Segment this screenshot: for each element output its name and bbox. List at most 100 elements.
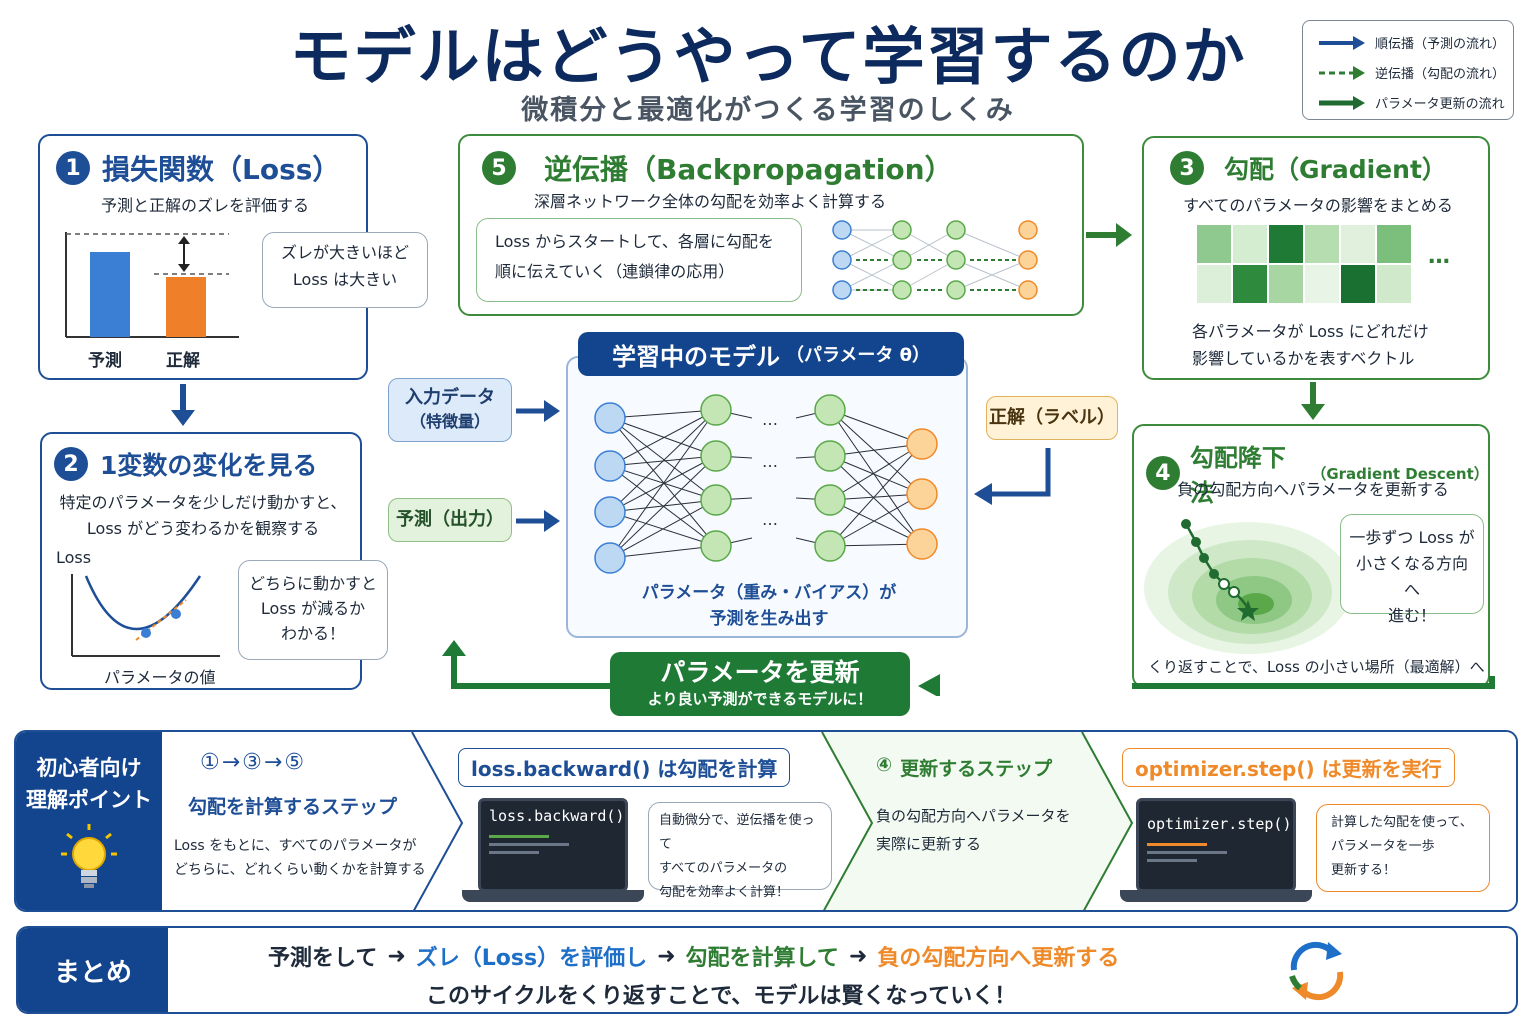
compute-step-desc-line1: Loss をもとに、すべてのパラメータが xyxy=(174,838,417,854)
model-network-diagram xyxy=(594,394,938,574)
node-hidden xyxy=(892,220,912,240)
model-hidden-node xyxy=(700,484,732,516)
update-step-desc-line1: 負の勾配方向へパラメータを xyxy=(876,807,1071,825)
node-input xyxy=(832,250,852,270)
model-input-node xyxy=(594,450,626,482)
model-hidden-node xyxy=(700,440,732,472)
summary-conclusion: このサイクルをくり返すことで、モデルは賢くなっていく！ xyxy=(426,984,1017,1009)
update-step-num: ④ xyxy=(876,754,893,776)
arrow-input-to-model xyxy=(516,400,560,422)
bar-true-label: 正解 xyxy=(166,351,200,371)
card-backprop: 5 逆伝播（Backpropagation） 深層ネットワーク全体の勾配を効率よ… xyxy=(458,134,1084,316)
cycle-icon xyxy=(1289,941,1344,1001)
compute-step-desc-line2: どちらに、どれくらい動くかを計算する xyxy=(174,862,426,878)
node-output xyxy=(1018,250,1038,270)
update-arrow-icon xyxy=(1319,95,1365,110)
loss-bubble-line1: ズレが大きいほど xyxy=(280,243,409,262)
card-5-desc: 深層ネットワーク全体の勾配を効率よく計算する xyxy=(533,192,886,211)
card-2-title: 2 1変数の変化を見る xyxy=(54,446,317,482)
update-step-title: ④ 更新するステップ xyxy=(876,754,1052,781)
card-4-foot: くり返すことで、Loss の小さい場所（最適解）へ xyxy=(1148,658,1485,676)
descent-step xyxy=(1191,537,1201,547)
card-loss-title: 1 損失関数（Loss） xyxy=(56,148,340,188)
backward-arrow-icon xyxy=(1319,65,1365,80)
loss-bubble-line2: Loss は大きい xyxy=(292,270,398,289)
card-2-bubble-line1: どちらに動かすと xyxy=(248,574,377,593)
card-gradient: 3 勾配（Gradient） すべてのパラメータの影響をまとめる … 各パラメー… xyxy=(1142,136,1490,380)
model-caption-line1: パラメータ（重み・バイアス）が xyxy=(641,583,897,603)
summary-step-4: 負の勾配方向へ更新する xyxy=(877,946,1120,971)
step-code: optimizer.step() xyxy=(1147,815,1292,833)
loss-bubble: ズレが大きいほど Loss は大きい xyxy=(262,232,428,308)
model-header-small: （パラメータ θ） xyxy=(785,345,931,366)
lightbulb-icon xyxy=(61,824,117,888)
card-3-desc: すべてのパラメータの影響をまとめる xyxy=(1183,196,1453,215)
forward-arrow-icon xyxy=(1319,35,1365,50)
gradient-ellipsis: … xyxy=(1428,244,1450,269)
card-3-foot: 各パラメータが Loss にどれだけ 影響しているかを表すベクトル xyxy=(1192,318,1429,372)
arrow-1-to-2 xyxy=(171,384,195,426)
descent-step xyxy=(1218,578,1230,590)
optimum-star-icon xyxy=(1237,600,1259,621)
card-5-title-text: 逆伝播（Backpropagation） xyxy=(544,153,953,186)
step-bubble: 計算した勾配を使って、 パラメータを一歩 更新する！ xyxy=(1316,804,1490,892)
compute-step-desc: Loss をもとに、すべてのパラメータが どちらに、どれくらい動くかを計算する xyxy=(174,834,426,882)
bar-truth xyxy=(166,277,206,337)
backward-laptop-screen: loss.backward() xyxy=(478,798,628,892)
card-gradient-descent: 4 勾配降下法 （Gradient Descent） 負の勾配方向へパラメータを… xyxy=(1132,424,1490,688)
update-banner-title: パラメータを更新 xyxy=(660,658,860,687)
model-panel: … … … パラメータ（重み・バイアス）が 予測を生み出す xyxy=(566,356,968,638)
update-step-title-text: 更新するステップ xyxy=(900,758,1053,780)
node-hidden xyxy=(892,280,912,300)
card-2-bubble-line2: Loss が減るか xyxy=(260,599,366,618)
node-hidden xyxy=(892,250,912,270)
model-header: 学習中のモデル （パラメータ θ） xyxy=(578,332,964,376)
page-title: モデルはどうやって学習するのか xyxy=(289,20,1247,93)
card-4-title-text: 勾配降下法 xyxy=(1189,444,1286,507)
card-3-foot-line1: 各パラメータが Loss にどれだけ xyxy=(1192,322,1429,341)
model-hidden-node xyxy=(814,440,846,472)
loss-curve-chart xyxy=(71,574,220,657)
arrow-5-to-3 xyxy=(1086,223,1132,247)
page-subtitle: 微積分と最適化がつくる学習のしくみ xyxy=(521,95,1015,126)
node-hidden xyxy=(946,220,966,240)
right-arrow-icon: ➜ xyxy=(387,943,406,969)
descent-step xyxy=(1228,586,1240,598)
arrow-pred-to-model xyxy=(516,510,560,532)
card-4-title-en: （Gradient Descent） xyxy=(1311,464,1489,483)
compute-step-title: 勾配を計算するステップ xyxy=(188,796,398,818)
model-input-node xyxy=(594,496,626,528)
card-one-variable: 2 1変数の変化を見る 特定のパラメータを少しだけ動かすと、 Loss がどう変… xyxy=(40,432,388,690)
summary-step-1: 予測をして xyxy=(268,946,378,971)
model-hidden-node xyxy=(700,394,732,426)
update-banner-sub: より良い予測ができるモデルに！ xyxy=(647,690,873,708)
backprop-network-diagram xyxy=(832,220,1038,300)
card-4-bubble: 一歩ずつ Loss が 小さくなる方向へ 進む！ xyxy=(1340,514,1484,625)
model-hidden-node xyxy=(814,394,846,426)
node-output xyxy=(1018,280,1038,300)
descent-step xyxy=(1199,553,1209,563)
card-4-bubble-line2: 小さくなる方向へ xyxy=(1355,554,1468,599)
card-5-title: 5 逆伝播（Backpropagation） xyxy=(482,148,953,188)
update-banner: パラメータを更新 より良い予測ができるモデルに！ xyxy=(610,652,910,716)
backward-bubble: 自動微分で、逆伝播を使って すべてのパラメータの 勾配を効率よく計算！ xyxy=(648,802,832,900)
card-2-desc-line2: Loss がどう変わるかを観察する xyxy=(86,519,320,538)
model-ellipsis: … xyxy=(762,510,778,529)
model-header-text: 学習中のモデル xyxy=(611,342,780,371)
bar-pred-label: 予測 xyxy=(88,351,122,371)
step-number: 5 xyxy=(482,151,516,185)
legend-update-label: パラメータ更新の流れ xyxy=(1375,97,1505,112)
card-3-title: 3 勾配（Gradient） xyxy=(1170,150,1447,186)
step-number: 3 xyxy=(1170,151,1204,185)
backward-bubble-line2: すべてのパラメータの xyxy=(659,861,788,876)
step-number: 4 xyxy=(1146,456,1180,490)
step-label: optimizer.step() は更新を実行 xyxy=(1122,748,1455,787)
step-bubble-line2: パラメータを一歩 xyxy=(1331,839,1435,854)
summary-step-3: 勾配を計算して xyxy=(685,946,839,971)
backward-code: loss.backward() xyxy=(489,807,625,825)
legend: 順伝播（予測の流れ） 逆伝播（勾配の流れ） パラメータ更新の流れ xyxy=(1302,20,1514,120)
model-caption: パラメータ（重み・バイアス）が 予測を生み出す xyxy=(568,580,970,632)
arrow-3-to-4 xyxy=(1301,382,1325,420)
model-hidden-node xyxy=(814,484,846,516)
card-5-bubble-line2: 順に伝えていく（連鎖律の応用） xyxy=(495,262,735,281)
